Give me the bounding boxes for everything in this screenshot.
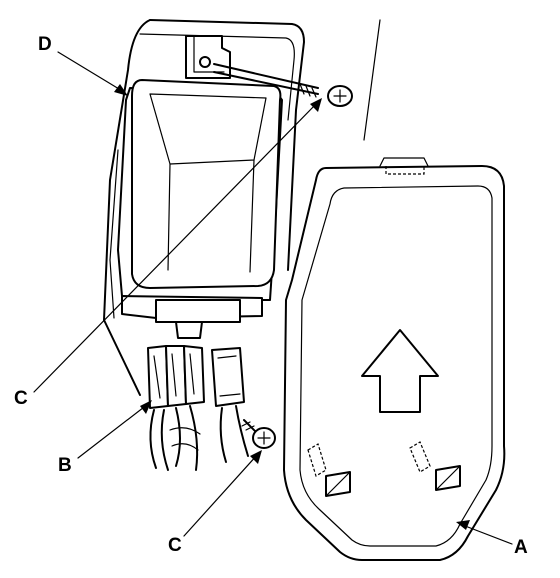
label-b: B <box>58 455 72 476</box>
screw-upper-icon <box>213 63 353 107</box>
label-a: A <box>514 537 528 558</box>
up-arrow-icon <box>361 329 439 413</box>
cover <box>283 157 506 561</box>
screw-lower-icon <box>241 419 276 449</box>
screw-hole <box>199 56 211 68</box>
mounting-panel <box>103 19 381 396</box>
wire-connectors <box>147 345 249 471</box>
label-c-upper: C <box>14 388 28 409</box>
label-c-lower: C <box>168 535 182 556</box>
label-d: D <box>38 34 52 55</box>
leader-lines <box>33 51 513 545</box>
control-unit <box>117 35 283 339</box>
